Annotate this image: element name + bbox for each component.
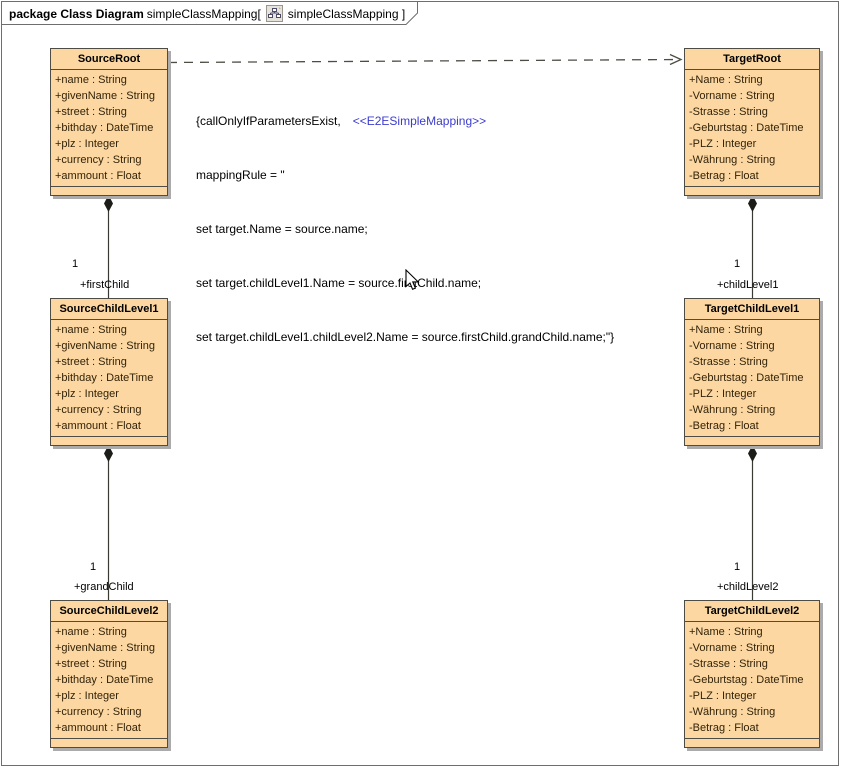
tab-diagram-name: simpleClassMapping[	[146, 6, 261, 21]
package-tab: package Class Diagram simpleClassMapping…	[9, 5, 405, 22]
composition-target-childlevel1[interactable]	[748, 195, 757, 299]
attribute-row: -Währung : String	[689, 404, 776, 416]
mouse-cursor-icon	[405, 269, 420, 291]
attribute-row: -Betrag : Float	[689, 170, 759, 182]
note-line: set target.Name = source.name;	[196, 222, 368, 236]
attribute-row: -Vorname : String	[689, 340, 775, 352]
diagram-hierarchy-icon	[265, 5, 283, 22]
class-target-child-level2[interactable]: TargetChildLevel2 +Name : String -Vorname…	[684, 600, 820, 748]
dependency-arrow[interactable]	[167, 53, 683, 66]
attribute-row: -Währung : String	[689, 154, 776, 166]
multiplicity-label: 1	[734, 258, 741, 270]
composition-target-childlevel2[interactable]	[748, 445, 757, 601]
attribute-row: +bithday : DateTime	[55, 372, 154, 384]
attributes-compartment: +Name : String -Vorname : String -Strasse …	[685, 320, 819, 437]
multiplicity-label: 1	[734, 561, 741, 573]
role-label-childlevel2: +childLevel2	[717, 581, 779, 593]
class-target-root[interactable]: TargetRoot +Name : String -Vorname : Stri…	[684, 48, 820, 196]
attribute-row: +plz : Integer	[55, 138, 119, 150]
operations-compartment	[51, 187, 167, 195]
attributes-compartment: +Name : String -Vorname : String -Strasse …	[685, 70, 819, 187]
attributes-compartment: +Name : String -Vorname : String -Strasse …	[685, 622, 819, 739]
attribute-row: -PLZ : Integer	[689, 388, 757, 400]
package-tab-shape	[1, 1, 418, 25]
attribute-row: +ammount : Float	[55, 722, 141, 734]
composition-source-firstchild[interactable]	[104, 195, 113, 299]
tab-keyword: package Class Diagram	[9, 6, 144, 21]
mapping-note: {callOnlyIfParametersExist, <<E2ESimpleMa…	[196, 76, 614, 364]
attribute-row: +name : String	[55, 324, 127, 336]
attribute-row: +ammount : Float	[55, 420, 141, 432]
attribute-row: -Geburtstag : DateTime	[689, 674, 804, 686]
attribute-row: +bithday : DateTime	[55, 674, 154, 686]
tab-diagram-name-bracket: simpleClassMapping ]	[287, 6, 406, 21]
attribute-row: -Vorname : String	[689, 90, 775, 102]
attribute-row: +bithday : DateTime	[55, 122, 154, 134]
note-line: mappingRule = "	[196, 168, 285, 182]
attribute-row: +givenName : String	[55, 340, 155, 352]
note-line: set target.childLevel1.childLevel2.Name …	[196, 330, 615, 344]
composition-source-grandchild[interactable]	[104, 445, 113, 601]
class-name: SourceRoot	[51, 49, 167, 70]
role-label-childlevel1: +childLevel1	[717, 279, 779, 291]
attribute-row: +givenName : String	[55, 642, 155, 654]
operations-compartment	[51, 437, 167, 445]
note-line: {callOnlyIfParametersExist, <<E2ESimpleMa…	[196, 112, 614, 130]
operations-compartment	[51, 739, 167, 747]
attribute-row: +ammount : Float	[55, 170, 141, 182]
class-name: TargetChildLevel1	[685, 299, 819, 320]
attribute-row: +Name : String	[689, 626, 763, 638]
attribute-row: +plz : Integer	[55, 690, 119, 702]
multiplicity-label: 1	[90, 561, 97, 573]
attributes-compartment: +name : String +givenName : String +street…	[51, 622, 167, 739]
attribute-row: -Betrag : Float	[689, 420, 759, 432]
class-name: TargetRoot	[685, 49, 819, 70]
multiplicity-label: 1	[72, 258, 79, 270]
class-target-child-level1[interactable]: TargetChildLevel1 +Name : String -Vorname…	[684, 298, 820, 446]
attribute-row: -PLZ : Integer	[689, 690, 757, 702]
attributes-compartment: +name : String +givenName : String +street…	[51, 320, 167, 437]
attribute-row: +street : String	[55, 106, 127, 118]
attribute-row: +Name : String	[689, 324, 763, 336]
attribute-row: +currency : String	[55, 404, 142, 416]
operations-compartment	[685, 437, 819, 445]
attribute-row: +currency : String	[55, 154, 142, 166]
note-stereotype: <<E2ESimpleMapping>>	[352, 114, 487, 128]
attribute-row: +Name : String	[689, 74, 763, 86]
attribute-row: +plz : Integer	[55, 388, 119, 400]
attribute-row: -Strasse : String	[689, 658, 768, 670]
attribute-row: -PLZ : Integer	[689, 138, 757, 150]
class-source-root[interactable]: SourceRoot +name : String +givenName : St…	[50, 48, 168, 196]
attribute-row: +givenName : String	[55, 90, 155, 102]
attribute-row: -Geburtstag : DateTime	[689, 122, 804, 134]
attribute-row: +street : String	[55, 658, 127, 670]
note-constraint: {callOnlyIfParametersExist,	[196, 114, 341, 128]
operations-compartment	[685, 739, 819, 747]
class-source-child-level1[interactable]: SourceChildLevel1 +name : String +givenNa…	[50, 298, 168, 446]
attribute-row: -Strasse : String	[689, 356, 768, 368]
attribute-row: -Vorname : String	[689, 642, 775, 654]
attribute-row: -Geburtstag : DateTime	[689, 372, 804, 384]
attributes-compartment: +name : String +givenName : String +street…	[51, 70, 167, 187]
attribute-row: -Strasse : String	[689, 106, 768, 118]
attribute-row: +currency : String	[55, 706, 142, 718]
class-name: SourceChildLevel2	[51, 601, 167, 622]
note-line: set target.childLevel1.Name = source.fir…	[196, 276, 482, 290]
attribute-row: +street : String	[55, 356, 127, 368]
class-source-child-level2[interactable]: SourceChildLevel2 +name : String +givenNa…	[50, 600, 168, 748]
attribute-row: +name : String	[55, 626, 127, 638]
role-label-grandchild: +grandChild	[74, 581, 134, 593]
operations-compartment	[685, 187, 819, 195]
role-label-firstchild: +firstChild	[80, 279, 130, 291]
attribute-row: +name : String	[55, 74, 127, 86]
attribute-row: -Währung : String	[689, 706, 776, 718]
class-name: SourceChildLevel1	[51, 299, 167, 320]
attribute-row: -Betrag : Float	[689, 722, 759, 734]
class-name: TargetChildLevel2	[685, 601, 819, 622]
